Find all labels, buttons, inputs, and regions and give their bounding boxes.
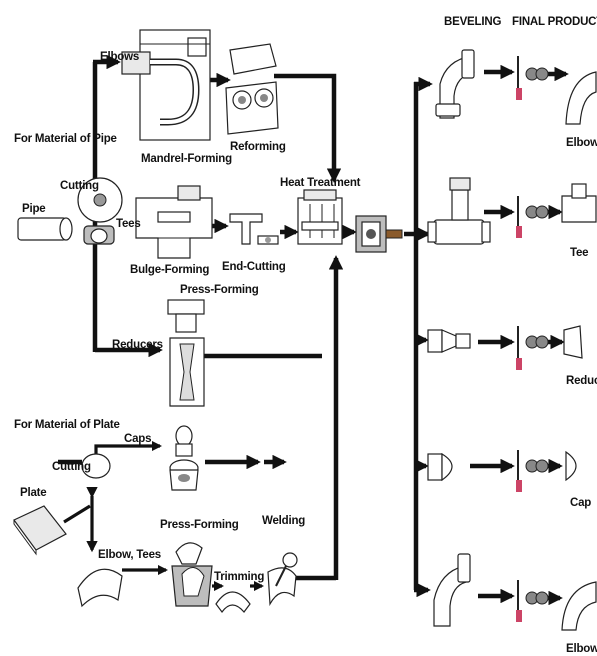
beveling-reducer xyxy=(427,329,471,353)
bulge-forming-press xyxy=(135,185,213,259)
reducers-label: Reducers xyxy=(112,339,163,351)
pipe-material-heading: For Material of Pipe xyxy=(14,133,117,145)
pipe-stock xyxy=(17,217,73,241)
cap-press-forming xyxy=(169,425,199,491)
beveling-cap xyxy=(427,452,453,482)
plate-stock xyxy=(13,505,67,556)
mandrel-forming-machine xyxy=(121,29,211,141)
plate-material-heading: For Material of Plate xyxy=(14,419,120,431)
reforming-label: Reforming xyxy=(230,141,286,153)
half-shell-part xyxy=(77,568,123,608)
pipe-cutting-saw xyxy=(77,177,123,245)
beveling-tool-5 xyxy=(516,580,549,622)
press-forming-bottom-label: Press-Forming xyxy=(160,519,239,531)
beveling-elbow xyxy=(435,49,475,119)
plate-flow-lines xyxy=(58,440,336,592)
elbows-label: Elbows xyxy=(100,51,139,63)
plate-cutting-disc xyxy=(81,453,111,479)
final-elbow xyxy=(565,71,597,125)
pipe-label: Pipe xyxy=(22,203,46,215)
press-forming-label: Press-Forming xyxy=(180,284,259,296)
end-cutting-tee xyxy=(229,213,279,245)
final-reducer xyxy=(563,325,583,359)
final-product-heading: FINAL PRODUCT xyxy=(512,16,597,28)
final-elbow-2 xyxy=(561,581,597,631)
end-cutting-label: End-Cutting xyxy=(222,261,286,273)
heat-treatment-label: Heat Treatment xyxy=(280,177,361,189)
tees-label: Tees xyxy=(116,218,141,230)
bulge-forming-label: Bulge-Forming xyxy=(130,264,209,276)
elbow-tees-label: Elbow, Tees xyxy=(98,549,161,561)
final-flow-lines xyxy=(404,64,569,606)
pipe-flow-lines xyxy=(92,54,357,580)
product-label-tee: Tee xyxy=(570,247,588,259)
beveling-heading: BEVELING xyxy=(444,16,501,28)
reducer-press xyxy=(167,299,205,407)
product-label-cap: Cap xyxy=(570,497,591,509)
cutting-pipe-label: Cutting xyxy=(60,180,99,192)
elbow-press xyxy=(171,542,213,607)
welding-part xyxy=(267,552,298,607)
product-label-elbow-2: Elbow xyxy=(566,643,597,655)
caps-label: Caps xyxy=(124,433,151,445)
oven-unit xyxy=(355,215,403,253)
mandrel-forming-label: Mandrel-Forming xyxy=(141,153,232,165)
plate-label: Plate xyxy=(20,487,47,499)
beveling-tee xyxy=(427,177,491,245)
trimming-part xyxy=(215,591,251,614)
beveling-elbow-2 xyxy=(433,553,471,627)
product-label-elbow: Elbow xyxy=(566,137,597,149)
product-label-reducer: Reduce xyxy=(566,375,597,387)
trimming-label: Trimming xyxy=(214,571,264,583)
cutting-plate-label: Cutting xyxy=(52,461,91,473)
beveling-tool-4 xyxy=(516,450,549,492)
welding-label: Welding xyxy=(262,515,305,527)
reforming-die xyxy=(225,43,279,135)
beveling-tool-3 xyxy=(516,326,549,370)
final-tee xyxy=(561,183,597,223)
beveling-tool-1 xyxy=(516,56,549,100)
beveling-tool-2 xyxy=(516,196,549,238)
heat-treatment-furnace xyxy=(297,189,343,245)
final-cap xyxy=(565,450,577,482)
